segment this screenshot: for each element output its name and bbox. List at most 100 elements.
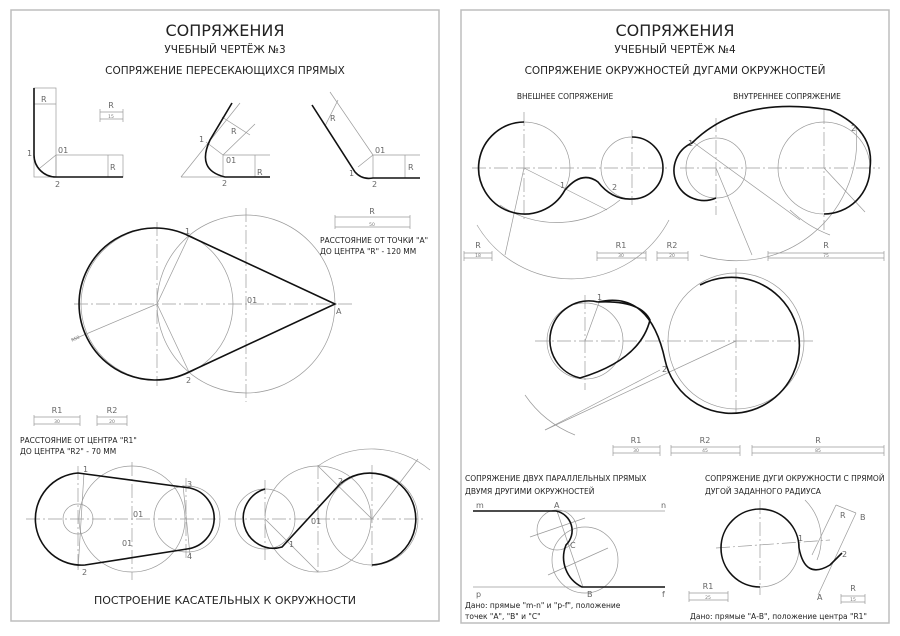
point-2: 2 [842,550,847,559]
point-a: A [336,307,342,316]
point-1: 1 [83,465,88,474]
dim-value: 18 [475,253,481,259]
line-label-m: m [476,501,484,510]
note-text: РАССТОЯНИЕ ОТ ЦЕНТРА "R1" [20,436,137,445]
dimension-r1: R1 30 [33,406,81,426]
dimension-mid-r1: R1 30 [612,436,661,456]
label-r: R [41,95,47,104]
point-2: 2 [55,180,60,189]
center-o1: 01 [133,510,143,519]
fillet-acute-angle: R R 1 01 2 [180,102,270,188]
dimension-ext-r1: R1 30 [596,241,647,261]
dimension-r-50: R 50 [334,207,411,229]
dimension-int-r: R 75 [767,241,885,261]
arc-line-fillet: 1 2 R B A [715,499,866,602]
center-o1: 01 [311,517,321,526]
section-title: ДУГОЙ ЗАДАННОГО РАДИУСА [705,487,822,496]
external-title: ВНЕШНЕЕ СОПРЯЖЕНИЕ [517,92,614,101]
label-r: R [330,114,336,123]
point-2: 2 [82,568,87,577]
dim-label: R2 [700,436,711,445]
left-footer-title: ПОСТРОЕНИЕ КАСАТЕЛЬНЫХ К ОКРУЖНОСТИ [94,594,356,607]
right-sheet: СОПРЯЖЕНИЯ УЧЕБНЫЙ ЧЕРТЁЖ №4 СОПРЯЖЕНИЕ … [460,9,890,624]
dim-value: 30 [633,448,639,454]
dim-label: R [369,207,375,216]
left-sheet: СОПРЯЖЕНИЯ УЧЕБНЫЙ ЧЕРТЁЖ №3 СОПРЯЖЕНИЕ … [10,9,440,622]
dim-label: R [850,584,856,593]
section-title: ДВУМЯ ДРУГИМИ ОКРУЖНОСТЕЙ [465,487,594,496]
point-2: 2 [338,477,343,486]
note-text: ДО ЦЕНТРА "R" - 120 ММ [320,247,416,256]
external-fillet: 1 2 [472,112,670,280]
given-text: Дано: прямые "А-В", положение центра "R1… [690,612,867,621]
point-1: 1 [597,293,602,302]
point-2: 2 [372,180,377,189]
given-text: Дано: прямые "m-n" и "p-f", положение [465,601,621,610]
right-section-title: СОПРЯЖЕНИЕ ОКРУЖНОСТЕЙ ДУГАМИ ОКРУЖНОСТЕ… [525,64,826,77]
dim-value: 20 [109,419,115,425]
point-a: A [554,501,560,510]
dim-label: R1 [703,582,714,591]
dimension-arc-r: R 15 [840,584,866,604]
point-1: 1 [798,534,803,543]
point-2: 2 [662,365,667,374]
note-text: РАССТОЯНИЕ ОТ ТОЧКИ "А" [320,236,428,245]
point-1: 1 [289,540,294,549]
dim-label: R1 [631,436,642,445]
fillet-right-angle: R R 1 01 2 [27,87,124,189]
dim-label: R [823,241,829,250]
note-text: ДО ЦЕНТРА "R2" - 70 ММ [20,447,116,456]
point-a: A [817,593,823,602]
dimension-arc-r1: R1 25 [688,582,729,602]
tangent-from-point: 1 2 01 A R50 [70,208,355,402]
label-r: R [110,163,116,172]
dimension-ext-r2: R2 20 [656,241,689,261]
point-1: 1 [185,227,190,236]
dimension-r2: R2 20 [96,406,128,426]
center-o1: 01 [122,539,132,548]
point-1: 1 [560,181,565,190]
center-o1: 01 [375,146,385,155]
left-section-title: СОПРЯЖЕНИЕ ПЕРЕСЕКАЮЩИХСЯ ПРЯМЫХ [105,65,345,77]
point-2: 2 [612,183,617,192]
left-sheet-frame [10,9,440,622]
point-1: 1 [688,139,693,148]
left-title: СОПРЯЖЕНИЯ [165,21,284,40]
dimension-mid-r: R 85 [751,436,885,456]
label-r: R [231,127,237,136]
dim-label: R [475,241,481,250]
dim-value: 45 [702,448,708,454]
dimension-ext-r: R 18 [463,241,493,261]
center-o1: 01 [247,296,257,305]
point-2: 2 [851,124,856,133]
dim-value: 15 [850,597,856,603]
point-1: 1 [199,135,204,144]
dim-value: 25 [705,595,711,601]
dim-value: 75 [823,253,829,259]
point-b: B [587,590,593,599]
internal-fillet: 1 2 [673,105,880,262]
parallel-lines-fillet: m A n C p B f [473,501,666,599]
label-r: R [257,168,263,177]
point-1: 1 [27,149,32,158]
point-2: 2 [222,179,227,188]
right-subtitle: УЧЕБНЫЙ ЧЕРТЁЖ №4 [614,43,736,56]
section-title: СОПРЯЖЕНИЕ ДУГИ ОКРУЖНОСТИ С ПРЯМОЙ [705,474,884,483]
dim-label: R2 [667,241,678,250]
dimension-mid-r2: R2 45 [670,436,741,456]
line-label-f: f [662,590,665,599]
mixed-fillet: 1 2 [524,268,815,436]
external-tangents: 1 2 3 4 01 01 [26,462,221,580]
fillet-obtuse-angle: R R 1 01 2 [311,91,420,189]
dimension-r: R 15 [99,101,124,122]
dim-label: R [108,101,114,110]
label-r: R [840,511,846,520]
radius-label: R50 [70,334,81,343]
point-2: 2 [186,376,191,385]
right-title: СОПРЯЖЕНИЯ [615,21,734,40]
dim-label: R2 [107,406,118,415]
label-r: R [408,163,414,172]
point-1: 1 [349,169,354,178]
right-sheet-frame [460,9,890,624]
